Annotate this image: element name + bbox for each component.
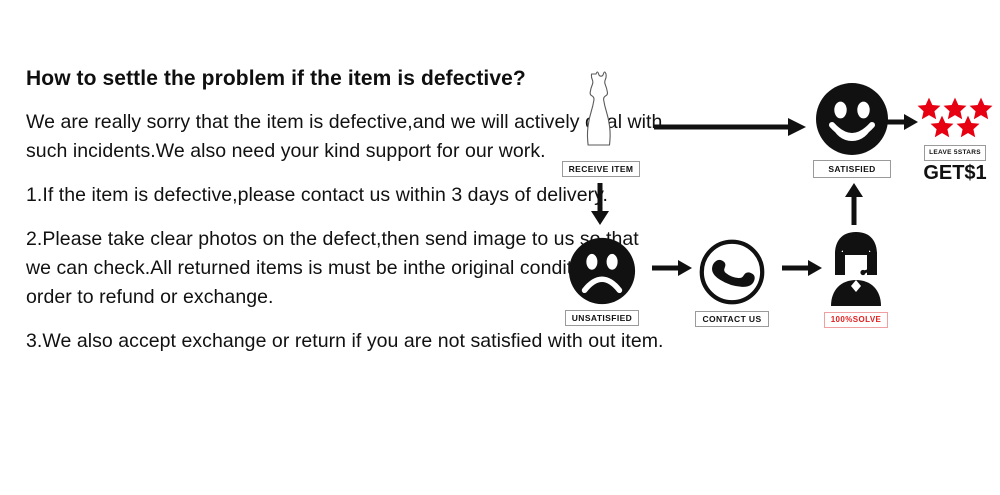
flow-node-receive-item-caption: RECEIVE ITEM (556, 159, 646, 177)
flow-label-contact-us: CONTACT US (695, 311, 769, 327)
five-stars-icon (910, 96, 1000, 139)
policy-paragraph-step-3: 3.We also accept exchange or return if y… (26, 330, 664, 352)
star-icon (943, 97, 967, 120)
flow-node-satisfied: SATISFIED (806, 76, 898, 178)
star-icon (930, 115, 954, 138)
flow-node-unsatisfied: UNSATISFIED (554, 233, 650, 326)
arrow-agent-to-satisfied (843, 183, 865, 225)
flow-label-leave-5stars: LEAVE 5STARS (924, 145, 986, 161)
star-icon (969, 97, 993, 120)
flow-label-satisfied: SATISFIED (813, 160, 891, 178)
page-title: How to settle the problem if the item is… (26, 67, 526, 90)
arrow-unsatisfied-to-contact (652, 258, 692, 278)
reward-caption: LEAVE 5STARS (910, 141, 1000, 161)
flow-node-unsatisfied-caption: UNSATISFIED (554, 308, 650, 326)
return-process-flowchart: RECEIVE ITEM SATISFIED (548, 68, 1000, 358)
arrow-contact-to-agent (782, 258, 822, 278)
flow-label-unsatisfied: UNSATISFIED (564, 310, 640, 326)
support-agent-icon (810, 228, 902, 306)
smiley-sad-icon (554, 233, 650, 305)
flow-node-satisfied-caption: SATISFIED (806, 159, 898, 178)
flow-label-100-solve: 100%SOLVE (823, 312, 889, 328)
reward-amount: GET$1 (923, 162, 987, 184)
star-icon (917, 97, 941, 120)
star-row-bottom (910, 114, 1000, 139)
smiley-happy-icon (806, 76, 898, 156)
policy-paragraph-step-2: 2.Please take clear photos on the defect… (26, 228, 639, 308)
flow-node-contact-us: CONTACT US (684, 232, 780, 327)
dress-icon (556, 68, 646, 156)
reward-block: LEAVE 5STARS GET$1 (910, 96, 1000, 185)
arrow-receive-to-unsatisfied (589, 183, 611, 225)
policy-text-column: How to settle the problem if the item is… (26, 66, 666, 356)
star-row-top (910, 96, 1000, 121)
policy-paragraph-step-1: 1.If the item is defective,please contac… (26, 184, 608, 206)
flow-label-receive-item: RECEIVE ITEM (561, 161, 641, 177)
phone-ring-icon (684, 232, 780, 306)
policy-paragraph-intro: We are really sorry that the item is def… (26, 111, 663, 162)
star-icon (956, 115, 980, 138)
flow-node-receive-item: RECEIVE ITEM (556, 68, 646, 177)
arrow-satisfied-to-stars (878, 112, 918, 132)
flow-node-support-agent-caption: 100%SOLVE (810, 309, 902, 328)
arrow-receive-to-satisfied (654, 116, 806, 138)
flow-node-support-agent: 100%SOLVE (810, 228, 902, 328)
flow-node-contact-us-caption: CONTACT US (684, 309, 780, 327)
